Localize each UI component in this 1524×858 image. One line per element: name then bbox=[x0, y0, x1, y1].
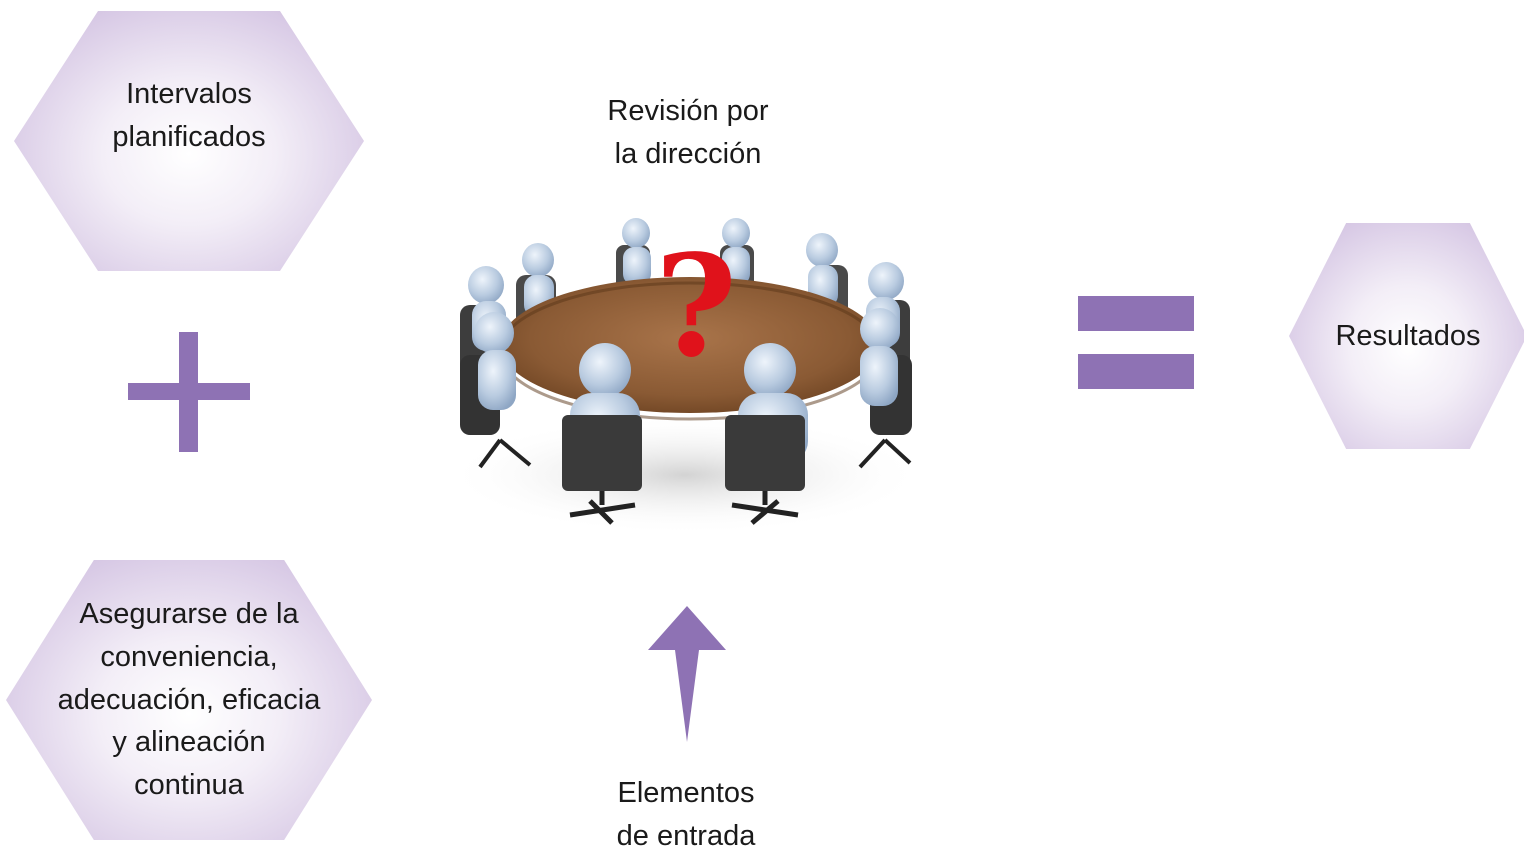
question-mark: ? bbox=[655, 225, 737, 389]
hexagon-line: planificados bbox=[112, 120, 266, 153]
hexagon-text: Resultados bbox=[1335, 315, 1480, 358]
hexagon-intervalos-planificados: Intervalos planificados bbox=[14, 11, 364, 271]
equals-sign-icon bbox=[1078, 296, 1194, 389]
plus-sign-icon bbox=[128, 332, 250, 452]
hexagon-line: continua bbox=[134, 769, 244, 802]
hexagon-asegurarse: Asegurarse de la conveniencia, adecuació… bbox=[6, 560, 372, 840]
front-figures bbox=[562, 343, 808, 525]
caption-line: Elementos bbox=[617, 777, 755, 809]
hexagon-line: Resultados bbox=[1335, 319, 1481, 352]
caption-line: Revisión por bbox=[607, 95, 769, 127]
hexagon-text: Asegurarse de la conveniencia, adecuació… bbox=[18, 593, 361, 808]
hexagon-line: Asegurarse de la bbox=[79, 597, 299, 630]
hexagon-resultados: Resultados bbox=[1289, 223, 1524, 449]
hexagon-line: Intervalos bbox=[126, 78, 252, 110]
hexagon-line: conveniencia, bbox=[100, 640, 278, 673]
caption-elementos-de-entrada: Elementos de entrada bbox=[576, 772, 796, 858]
caption-revision-por-la-direccion: Revisión por la dirección bbox=[578, 90, 798, 176]
hexagon-text: Intervalos planificados bbox=[112, 73, 265, 159]
caption-line: la dirección bbox=[614, 137, 762, 170]
meeting-round-table-illustration: ? bbox=[445, 218, 925, 535]
hexagon-line: adecuación, eficacia bbox=[57, 683, 321, 716]
hexagon-line: y alineación bbox=[112, 726, 266, 759]
caption-line: de entrada bbox=[616, 819, 756, 852]
side-figures bbox=[460, 308, 912, 469]
ground-shadow bbox=[445, 415, 925, 535]
up-arrow-icon bbox=[648, 606, 726, 742]
